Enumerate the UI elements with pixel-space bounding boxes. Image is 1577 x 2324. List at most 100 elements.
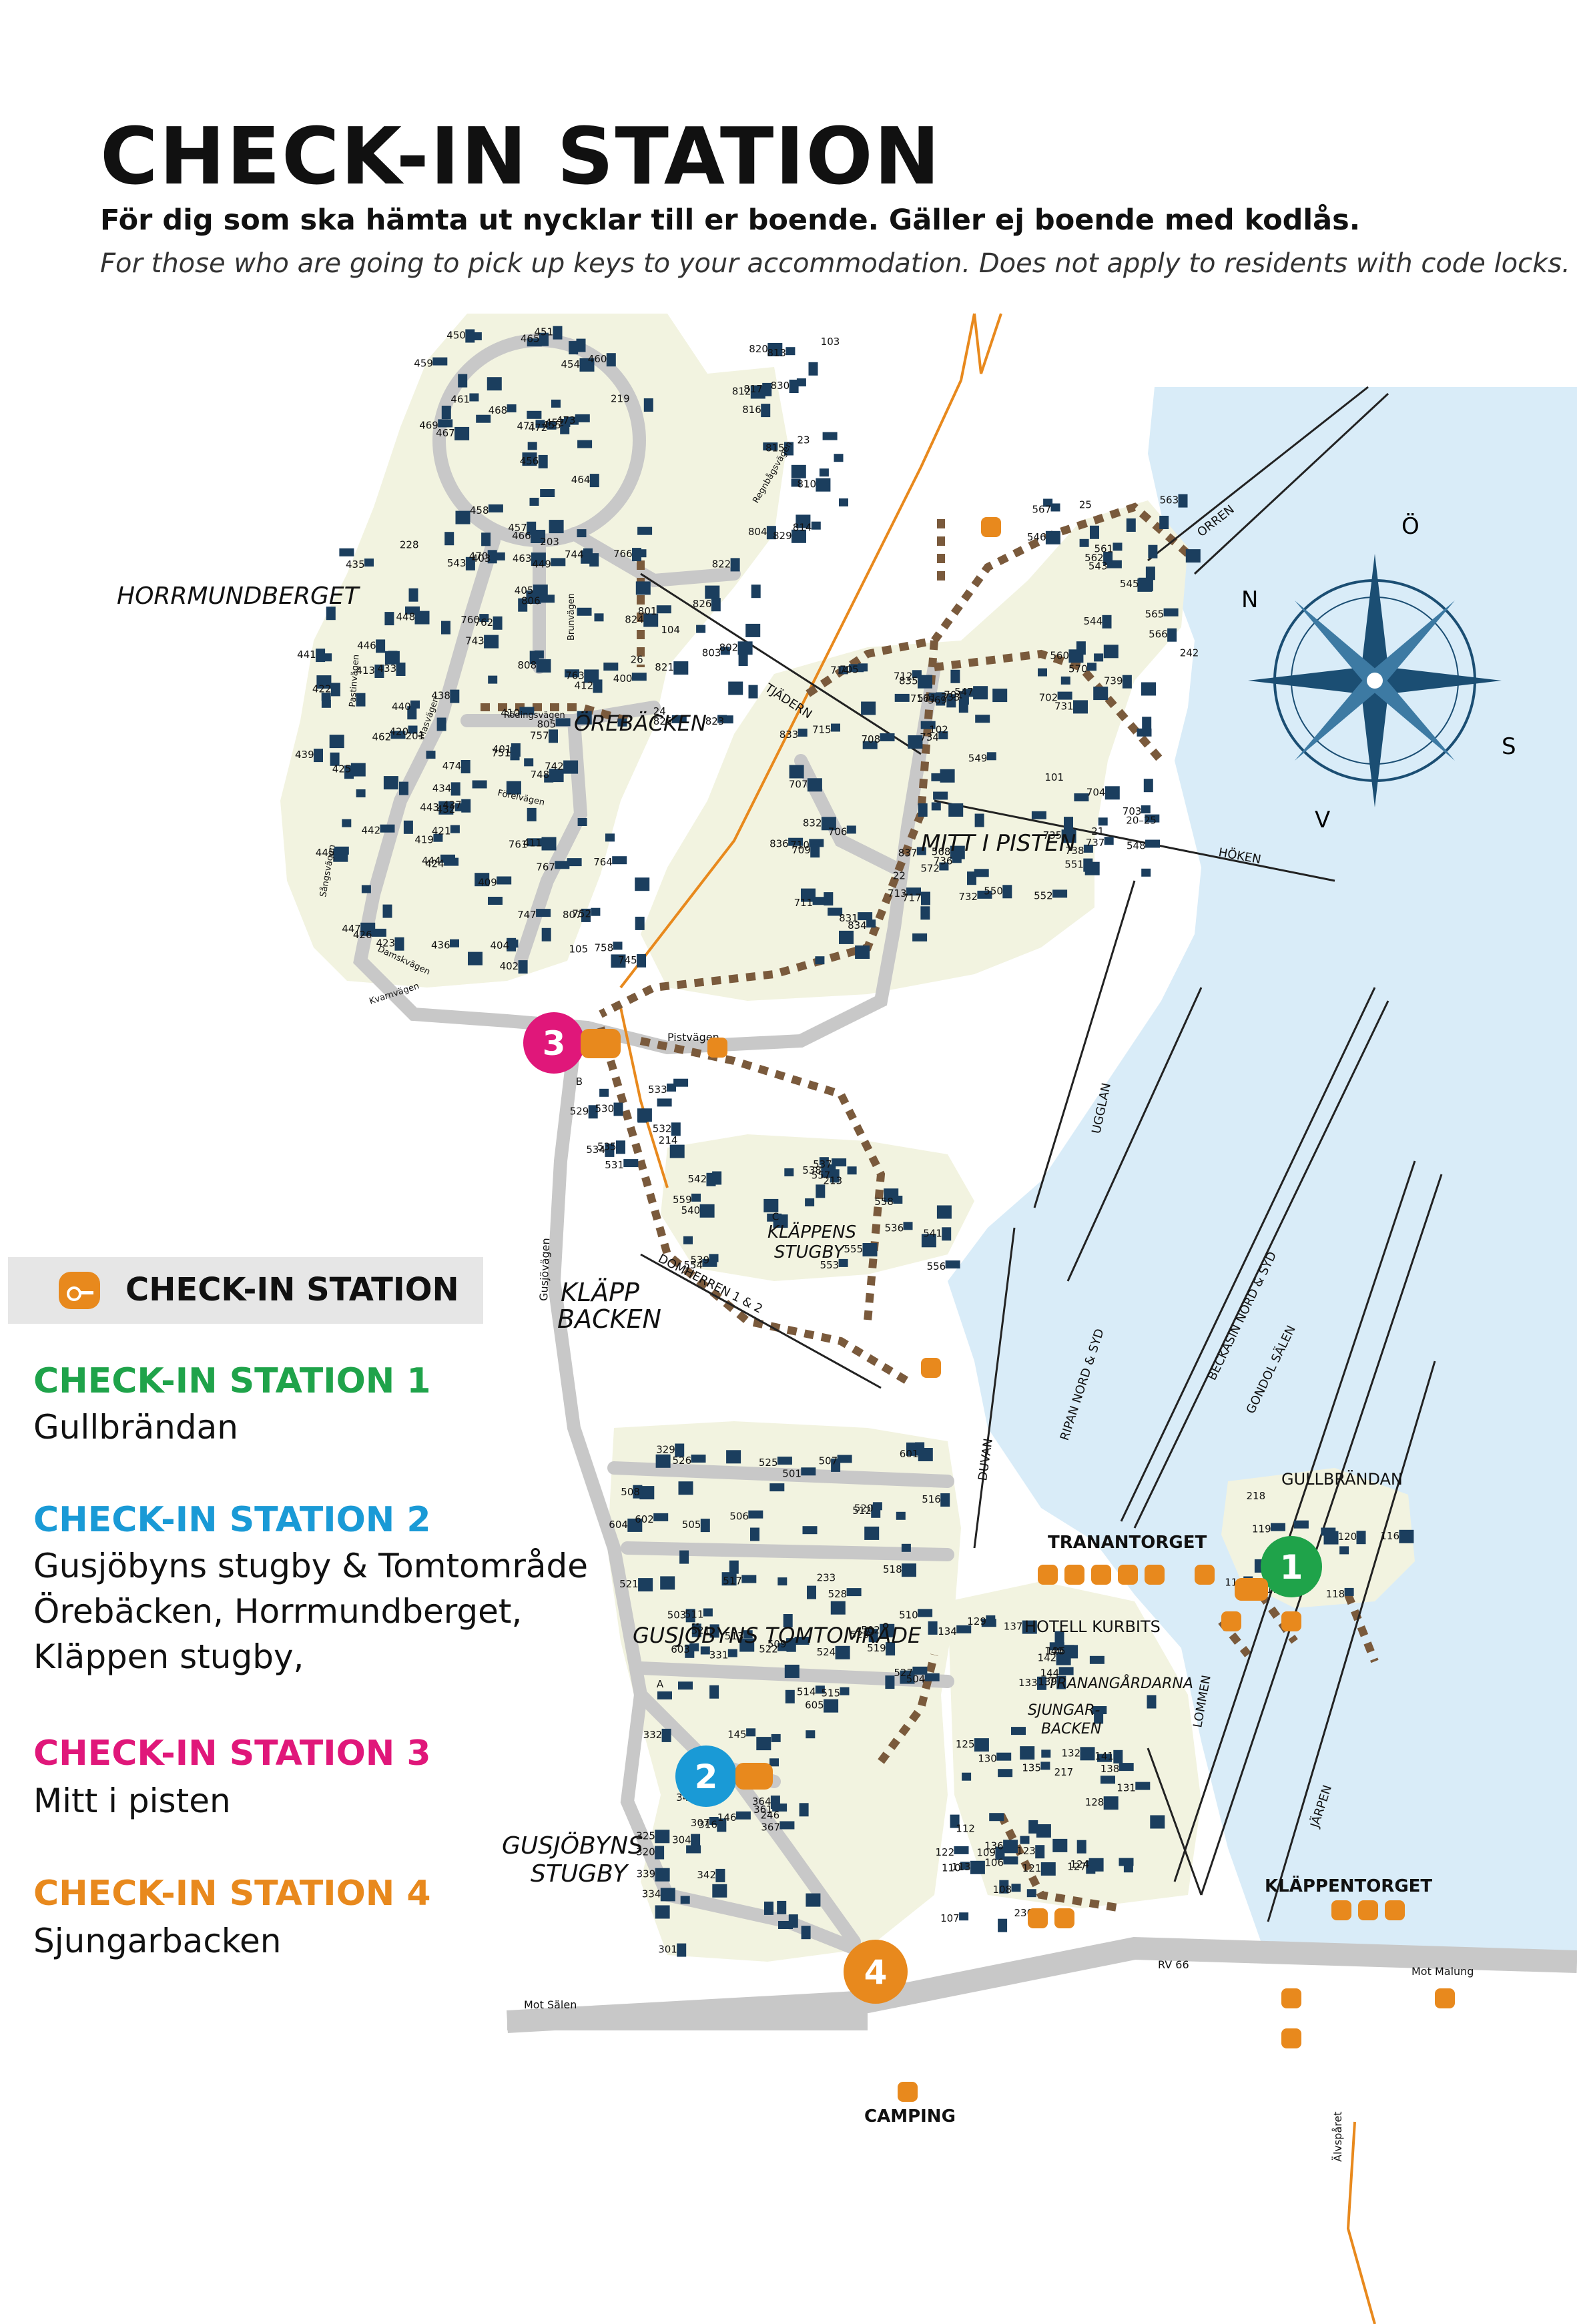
house-number: 118 xyxy=(1326,1588,1345,1600)
house-number: 604 xyxy=(609,1519,628,1531)
building xyxy=(948,803,964,817)
house-number: 325 xyxy=(636,1830,655,1842)
building xyxy=(605,833,615,842)
building xyxy=(1145,814,1160,823)
building xyxy=(777,1900,787,1914)
building xyxy=(1056,1651,1071,1665)
building xyxy=(361,885,371,893)
building xyxy=(356,789,366,797)
building xyxy=(773,1214,788,1228)
checkin-marker-4[interactable]: 4 xyxy=(844,1940,908,2004)
house-number: 413 xyxy=(356,665,375,677)
house-number: 331 xyxy=(709,1649,729,1661)
house-number: 466 xyxy=(512,530,531,542)
house-number: 501 xyxy=(782,1467,802,1479)
checkin-marker-2[interactable]: 2 xyxy=(675,1746,773,1807)
building xyxy=(1113,542,1123,551)
house-number: 705 xyxy=(840,663,859,675)
building xyxy=(950,845,965,859)
building xyxy=(918,1609,933,1617)
area-camping: CAMPING xyxy=(864,2106,956,2126)
house-number: 758 xyxy=(595,941,614,953)
building xyxy=(902,1563,916,1577)
building xyxy=(458,374,468,388)
building xyxy=(481,532,491,546)
house-number: 419 xyxy=(414,834,434,846)
house-number: 534 xyxy=(586,1144,605,1156)
house-number: 409 xyxy=(478,877,497,889)
area-gusjobyns-tomtomrade: GUSJÖBYNS TOMTOMRÅDE xyxy=(633,1623,922,1648)
building xyxy=(1003,1840,1018,1854)
building xyxy=(1107,560,1122,568)
building xyxy=(998,1769,1013,1778)
building xyxy=(1113,1750,1123,1764)
house-number: 545 xyxy=(1120,578,1139,590)
building xyxy=(700,1519,710,1533)
building xyxy=(811,521,821,530)
house-number: 126 xyxy=(1046,1645,1066,1657)
building xyxy=(995,1846,1005,1860)
checkin-marker-1[interactable]: 1 xyxy=(1235,1536,1322,1601)
building xyxy=(771,1733,781,1742)
building xyxy=(921,1234,936,1248)
building xyxy=(1123,1864,1133,1873)
building xyxy=(1011,1884,1021,1892)
building xyxy=(549,520,564,534)
building xyxy=(560,426,570,434)
building xyxy=(839,930,854,944)
house-number: 804 xyxy=(748,526,767,538)
building xyxy=(591,907,601,916)
house-number: A xyxy=(657,1678,664,1690)
house-number: 521 xyxy=(619,1578,639,1590)
house-number: 144 xyxy=(1040,1667,1060,1679)
building xyxy=(374,665,384,678)
house-number: 217 xyxy=(1054,1766,1074,1778)
building xyxy=(653,1513,669,1521)
house-number: 808 xyxy=(518,659,537,671)
building xyxy=(785,1689,795,1703)
building xyxy=(350,763,366,777)
station-2-title: CHECK-IN STATION 2 xyxy=(33,1500,431,1540)
building xyxy=(806,1730,816,1739)
building xyxy=(974,869,989,877)
house-number: 361 xyxy=(753,1804,773,1816)
building xyxy=(912,1666,928,1675)
house-number: 568 xyxy=(932,846,951,858)
house-number: 425 xyxy=(332,763,352,775)
building xyxy=(410,700,420,709)
house-number: 127 xyxy=(1067,1860,1086,1872)
house-number: 562 xyxy=(1084,552,1104,564)
station-3-text: Mitt i pisten xyxy=(33,1782,231,1820)
building xyxy=(527,410,542,419)
road-gusjovagen: Gusjövägen xyxy=(537,1238,552,1301)
house-number: 561 xyxy=(1094,542,1114,554)
building xyxy=(577,529,587,538)
building xyxy=(1064,1645,1074,1653)
house-number: 106 xyxy=(984,1856,1004,1868)
building xyxy=(770,1796,780,1809)
building xyxy=(1399,1529,1414,1543)
house-number: 569 xyxy=(928,694,947,706)
house-number: 743 xyxy=(465,635,485,647)
building xyxy=(864,1526,880,1540)
building xyxy=(380,824,395,833)
building xyxy=(894,693,910,702)
building xyxy=(635,581,651,595)
building xyxy=(959,1912,969,1921)
building xyxy=(884,1188,899,1202)
building xyxy=(669,1144,685,1158)
building xyxy=(547,421,557,430)
building xyxy=(536,909,551,917)
house-number: 218 xyxy=(1247,1490,1266,1502)
house-number: 507 xyxy=(819,1455,838,1467)
house-number: 472 xyxy=(529,422,548,434)
house-number: 23 xyxy=(798,434,810,446)
house-number: 444 xyxy=(422,855,441,867)
checkin-marker-3[interactable]: 3 xyxy=(523,1012,621,1074)
building xyxy=(945,1260,960,1269)
house-number: 107 xyxy=(940,1912,960,1924)
building xyxy=(555,718,571,727)
house-number: 826 xyxy=(693,598,712,610)
building xyxy=(933,791,948,800)
subtitle-swedish: För dig som ska hämta ut nycklar till er… xyxy=(100,204,1361,237)
